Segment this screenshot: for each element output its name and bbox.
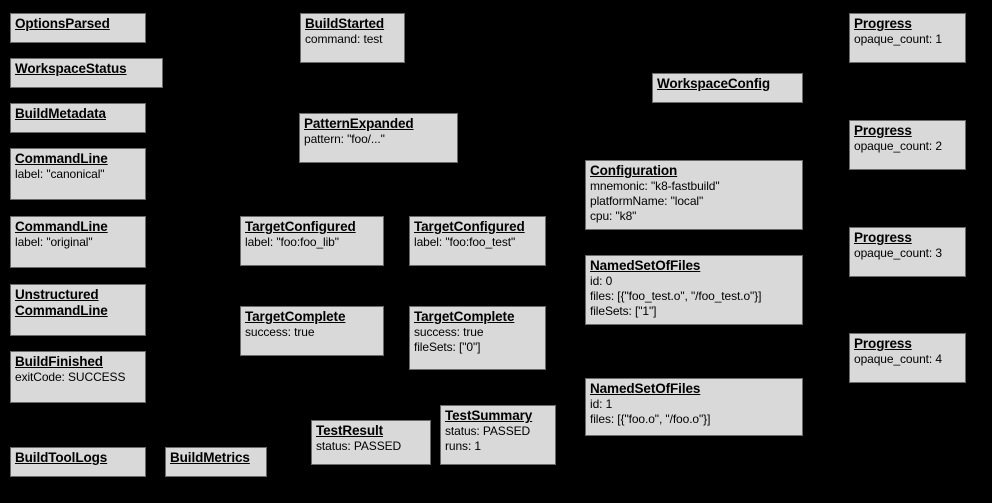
node-fields: id: 0 files: [{"foo_test.o", "/foo_test.…: [590, 274, 762, 318]
node-fields: opaque_count: 1: [854, 32, 942, 46]
node-build-metrics[interactable]: BuildMetrics: [165, 447, 267, 477]
node-fields: status: PASSED: [316, 439, 402, 453]
node-fields: status: PASSED runs: 1: [445, 424, 531, 453]
node-title: OptionsParsed: [15, 16, 110, 31]
node-title: Unstructured CommandLine: [15, 287, 108, 318]
node-fields: label: "canonical": [15, 167, 105, 181]
node-fields: opaque_count: 3: [854, 246, 942, 260]
node-fields: pattern: "foo/...": [304, 132, 385, 146]
node-fields: command: test: [305, 32, 383, 46]
node-fields: mnemonic: "k8-fastbuild" platformName: "…: [590, 179, 720, 223]
node-title: BuildToolLogs: [15, 450, 108, 465]
node-title: PatternExpanded: [304, 116, 414, 131]
node-title: TargetComplete: [245, 309, 346, 324]
node-title: TargetConfigured: [245, 219, 356, 234]
node-title: CommandLine: [15, 151, 108, 166]
node-workspace-config[interactable]: WorkspaceConfig: [652, 73, 803, 103]
node-build-tool-logs[interactable]: BuildToolLogs: [10, 447, 146, 477]
node-title: Configuration: [590, 163, 678, 178]
node-fields: label: "foo:foo_test": [414, 235, 516, 249]
node-fields: label: "foo:foo_lib": [245, 235, 339, 249]
node-title: Progress: [854, 16, 912, 31]
node-title: BuildMetrics: [170, 450, 250, 465]
node-title: TestResult: [316, 423, 384, 438]
node-title: CommandLine: [15, 219, 108, 234]
node-title: TargetComplete: [414, 309, 515, 324]
node-fields: label: "original": [15, 235, 93, 249]
node-title: Progress: [854, 230, 912, 245]
node-fields: opaque_count: 4: [854, 352, 942, 366]
node-title: NamedSetOfFiles: [590, 381, 701, 396]
node-title: WorkspaceStatus: [15, 61, 127, 76]
node-title: TestSummary: [445, 408, 533, 423]
node-fields: id: 1 files: [{"foo.o", "/foo.o"}]: [590, 397, 711, 426]
node-title: WorkspaceConfig: [657, 76, 771, 91]
node-title: NamedSetOfFiles: [590, 258, 701, 273]
node-options-parsed[interactable]: OptionsParsed: [10, 13, 146, 43]
node-title: TargetConfigured: [414, 219, 525, 234]
node-workspace-status[interactable]: WorkspaceStatus: [10, 58, 163, 88]
node-fields: success: true fileSets: ["0"]: [414, 325, 484, 354]
node-title: Progress: [854, 336, 912, 351]
node-build-metadata[interactable]: BuildMetadata: [10, 103, 146, 133]
node-title: Progress: [854, 123, 912, 138]
node-unstructured-command-line[interactable]: Unstructured CommandLine: [10, 284, 146, 336]
node-fields: exitCode: SUCCESS: [15, 370, 126, 384]
node-fields: success: true: [245, 325, 315, 339]
node-fields: opaque_count: 2: [854, 139, 942, 153]
node-title: BuildMetadata: [15, 106, 106, 121]
node-title: BuildStarted: [305, 16, 385, 31]
node-title: BuildFinished: [15, 354, 103, 369]
